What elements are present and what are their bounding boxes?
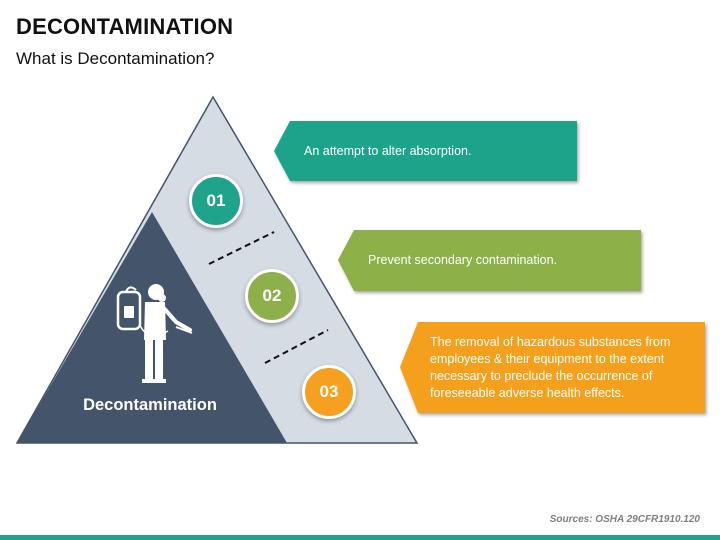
source-note: Sources: OSHA 29CFR1910.120 <box>549 514 700 525</box>
dashed-divider-1 <box>208 231 275 265</box>
page-subtitle: What is Decontamination? <box>16 49 215 68</box>
callout-box-3 <box>400 322 705 413</box>
page-title: DECONTAMINATION <box>16 14 234 39</box>
bottom-accent-bar <box>0 535 720 540</box>
callout-box-2 <box>338 230 641 291</box>
hazmat-worker-icon <box>116 284 193 383</box>
pyramid-label: Decontamination <box>83 396 217 414</box>
callout-box-1 <box>274 121 577 181</box>
step-badge-01: 01 <box>189 174 243 228</box>
step-text-1: An attempt to alter absorption. <box>304 143 472 158</box>
step-text-3: The removal of hazardous substances from… <box>430 334 671 400</box>
step-text-2: Prevent secondary contamination. <box>368 253 557 267</box>
step-badge-02: 02 <box>245 269 299 323</box>
dashed-divider-2 <box>264 329 329 364</box>
step-badge-03: 03 <box>302 365 356 419</box>
